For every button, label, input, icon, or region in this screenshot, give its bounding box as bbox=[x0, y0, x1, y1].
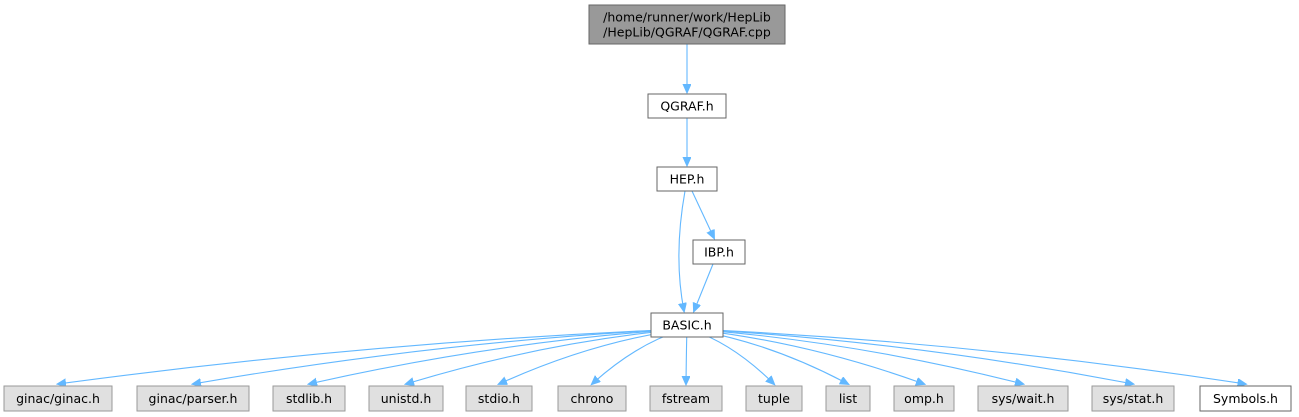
edge-hep_h-to-basic_h bbox=[679, 190, 685, 311]
node-chrono[interactable]: chrono bbox=[557, 385, 627, 412]
node-omp_h-box bbox=[893, 385, 955, 412]
node-ginac_ginac_h-box bbox=[3, 385, 113, 412]
node-ibp_h-label-0: IBP.h bbox=[704, 245, 734, 260]
edge-basic_h-to-list bbox=[696, 329, 848, 384]
node-unistd_h-box bbox=[368, 385, 444, 412]
node-tuple-box bbox=[745, 385, 803, 412]
edge-basic_h-to-ginac_ginac_h bbox=[58, 329, 656, 384]
node-ginac_parser_h[interactable]: ginac/parser.h bbox=[136, 385, 250, 412]
node-stdio_h-label-0: stdio.h bbox=[478, 391, 520, 406]
node-symbols_h[interactable]: Symbols.h bbox=[1199, 385, 1292, 412]
node-fstream-label-0: fstream bbox=[662, 391, 710, 406]
node-ginac_ginac_h[interactable]: ginac/ginac.h bbox=[3, 385, 113, 412]
node-ginac_parser_h-box bbox=[136, 385, 250, 412]
node-list-box bbox=[825, 385, 871, 412]
node-stdlib_h[interactable]: stdlib.h bbox=[272, 385, 346, 412]
node-basic_h[interactable]: BASIC.h bbox=[650, 312, 724, 338]
node-sys_wait_h-label-0: sys/wait.h bbox=[992, 391, 1055, 406]
node-root-box bbox=[588, 4, 786, 45]
node-ginac_ginac_h-label-0: ginac/ginac.h bbox=[16, 391, 100, 406]
node-tuple[interactable]: tuple bbox=[745, 385, 803, 412]
node-stdio_h-box bbox=[465, 385, 533, 412]
edge-basic_h-to-fstream bbox=[686, 330, 687, 384]
node-hep_h-box bbox=[656, 166, 718, 192]
node-fstream-box bbox=[649, 385, 723, 412]
edge-basic_h-to-sys_wait_h bbox=[707, 329, 1023, 384]
node-root[interactable]: /home/runner/work/HepLib/HepLib/QGRAF/QG… bbox=[588, 4, 786, 45]
node-basic_h-box bbox=[650, 312, 724, 338]
node-stdlib_h-box bbox=[272, 385, 346, 412]
node-ibp_h[interactable]: IBP.h bbox=[692, 239, 746, 265]
node-sys_wait_h-box bbox=[977, 385, 1069, 412]
node-chrono-label-0: chrono bbox=[571, 391, 614, 406]
edge-basic_h-to-stdio_h bbox=[499, 329, 676, 384]
node-sys_stat_h-label-0: sys/stat.h bbox=[1103, 391, 1164, 406]
node-sys_stat_h[interactable]: sys/stat.h bbox=[1091, 385, 1175, 412]
node-unistd_h[interactable]: unistd.h bbox=[368, 385, 444, 412]
node-qgraf_h-label-0: QGRAF.h bbox=[660, 99, 713, 114]
edge-basic_h-to-stdlib_h bbox=[309, 329, 665, 384]
node-fstream[interactable]: fstream bbox=[649, 385, 723, 412]
node-chrono-box bbox=[557, 385, 627, 412]
node-symbols_h-box bbox=[1199, 385, 1292, 412]
node-unistd_h-label-0: unistd.h bbox=[381, 391, 432, 406]
nodes-layer: /home/runner/work/HepLib/HepLib/QGRAF/QG… bbox=[3, 4, 1292, 412]
edge-basic_h-to-omp_h bbox=[701, 329, 924, 384]
edge-basic_h-to-sys_stat_h bbox=[713, 329, 1133, 384]
node-omp_h-label-0: omp.h bbox=[904, 391, 944, 406]
node-hep_h-label-0: HEP.h bbox=[670, 172, 705, 187]
node-symbols_h-label-0: Symbols.h bbox=[1213, 391, 1278, 406]
node-omp_h[interactable]: omp.h bbox=[893, 385, 955, 412]
node-list-label-0: list bbox=[839, 391, 857, 406]
edge-ibp_h-to-basic_h bbox=[694, 263, 714, 311]
node-stdio_h[interactable]: stdio.h bbox=[465, 385, 533, 412]
node-ibp_h-box bbox=[692, 239, 746, 265]
node-sys_stat_h-box bbox=[1091, 385, 1175, 412]
node-sys_wait_h[interactable]: sys/wait.h bbox=[977, 385, 1069, 412]
node-qgraf_h[interactable]: QGRAF.h bbox=[647, 93, 727, 119]
node-basic_h-label-0: BASIC.h bbox=[662, 318, 711, 333]
edge-basic_h-to-unistd_h bbox=[406, 329, 671, 384]
node-root-label-1: /HepLib/QGRAF/QGRAF.cpp bbox=[603, 25, 771, 40]
edge-basic_h-to-ginac_parser_h bbox=[193, 329, 658, 384]
node-ginac_parser_h-label-0: ginac/parser.h bbox=[149, 391, 238, 406]
node-hep_h[interactable]: HEP.h bbox=[656, 166, 718, 192]
edge-basic_h-to-symbols_h bbox=[718, 329, 1246, 384]
node-qgraf_h-box bbox=[647, 93, 727, 119]
node-list[interactable]: list bbox=[825, 385, 871, 412]
node-stdlib_h-label-0: stdlib.h bbox=[286, 391, 332, 406]
node-root-label-0: /home/runner/work/HepLib bbox=[603, 10, 771, 25]
node-tuple-label-0: tuple bbox=[758, 391, 790, 406]
edge-hep_h-to-ibp_h bbox=[691, 190, 714, 238]
